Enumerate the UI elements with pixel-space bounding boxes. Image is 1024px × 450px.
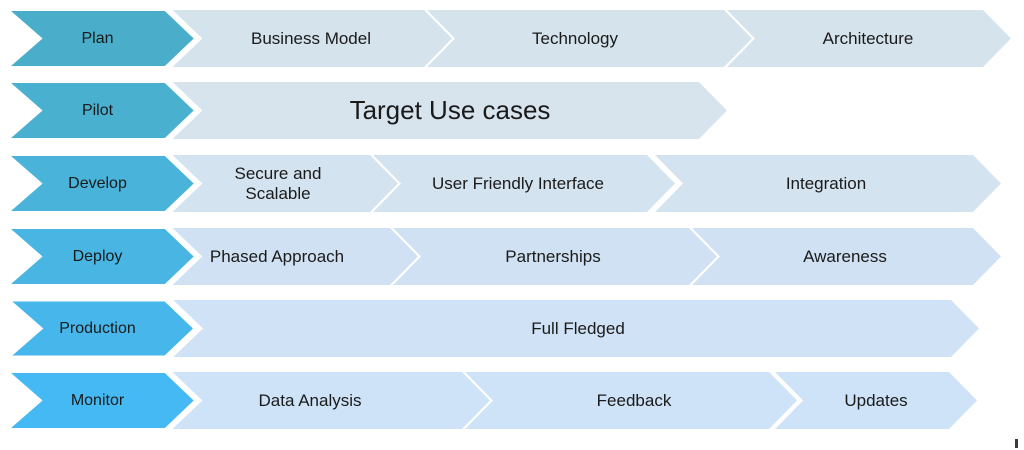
stage-label: Deploy <box>72 247 123 265</box>
step-chevron <box>727 10 1011 67</box>
step-chevron <box>170 372 490 429</box>
step-label: Full Fledged <box>531 318 625 338</box>
step-label: Awareness <box>803 246 887 266</box>
step-label: Partnerships <box>505 246 601 266</box>
step-label: Business Model <box>250 28 372 48</box>
step-label: Technology <box>531 28 619 48</box>
step-chevron <box>465 372 797 429</box>
process-row-develop: Secure and Scalable User Friendly Interf… <box>0 151 1024 216</box>
process-row-monitor: Data Analysis Feedback Updates Monitor <box>0 368 1024 433</box>
step-label: Feedback <box>596 390 672 410</box>
process-row-deploy: Phased Approach Partnerships Awareness D… <box>0 224 1024 289</box>
step-chevron <box>170 155 398 212</box>
step-label: Target Use cases <box>349 94 551 125</box>
step-label: Data Analysis <box>258 390 362 410</box>
step-chevron <box>393 228 717 285</box>
step-chevron <box>170 300 979 357</box>
cursor-artifact <box>1015 439 1018 448</box>
step-chevron <box>775 372 977 429</box>
step-chevron <box>692 228 1001 285</box>
step-label: Phased Approach <box>209 246 345 266</box>
stage-label: Develop <box>68 174 127 192</box>
step-label: Architecture <box>822 28 914 48</box>
process-row-pilot: Target Use cases Pilot <box>0 78 1024 143</box>
step-label: Secure and Scalable <box>234 163 322 203</box>
step-chevron <box>427 10 752 67</box>
step-label: User Friendly Interface <box>432 173 604 193</box>
step-chevron <box>170 82 727 139</box>
step-chevron <box>170 228 418 285</box>
stage-label: Pilot <box>81 101 114 119</box>
step-label: Integration <box>785 173 867 193</box>
step-chevron <box>170 10 452 67</box>
step-chevron <box>373 155 675 212</box>
process-row-plan: Business Model Technology Architecture P… <box>0 6 1024 71</box>
step-label: Updates <box>844 390 908 410</box>
stage-label: Production <box>59 319 136 337</box>
stage-label: Monitor <box>70 391 125 409</box>
process-row-production: Full Fledged Production <box>0 296 1024 361</box>
stage-label: Plan <box>81 29 114 47</box>
step-chevron <box>655 155 1001 212</box>
